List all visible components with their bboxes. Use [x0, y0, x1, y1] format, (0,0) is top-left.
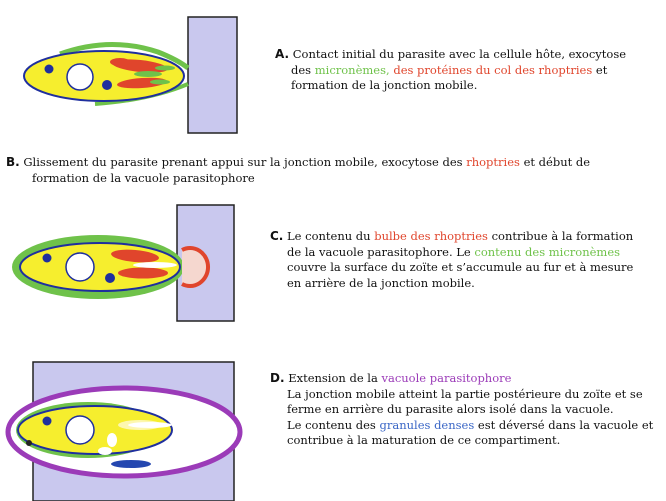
panel-c-line3: couvre la surface du zoïte et s’accumule…: [287, 260, 634, 274]
microneme-arc-a: [59, 41, 190, 70]
panel-b-caption: B. Glissement du parasite prenant appui …: [6, 155, 590, 186]
microneme-a2: [155, 65, 175, 71]
panel-d-line3: ferme en arrière du parasite alors isolé…: [287, 402, 614, 416]
panel-a-letter: A.: [275, 47, 290, 61]
dense-granule-content-d: [111, 460, 151, 468]
rhoptry-c1: [111, 249, 159, 263]
panel-d-line4-suffix: est déversé dans la vacuole et: [474, 417, 654, 432]
panel-a-line2-prefix: des: [291, 62, 315, 77]
nucleus-a: [66, 63, 94, 91]
white-granule-d1: [107, 433, 117, 447]
panel-a-micronemes-term: micronèmes,: [314, 62, 390, 77]
panel-d-line5: contribue à la maturation de ce comparti…: [287, 433, 561, 447]
rhoptry-bulb-c: [181, 246, 211, 288]
parasite-body-d: [17, 405, 173, 455]
microneme-a3: [150, 79, 170, 85]
panel-d-line2: La jonction mobile atteint la partie pos…: [287, 386, 643, 401]
panel-d-caption: D. Extension de la vacuole parasitophore…: [270, 371, 653, 449]
panel-c-microneme-content-term: contenu des micronèmes: [474, 244, 621, 259]
panel-a-caption: A. Contact initial du parasite avec la c…: [275, 47, 626, 94]
dot-d1: [42, 416, 52, 426]
rhoptry-c2: [118, 267, 168, 279]
panel-d-line1-prefix: Extension de la: [288, 371, 382, 385]
junction-dot-d: [26, 440, 32, 446]
panel-d-dense-granules-term: granules denses: [379, 417, 475, 432]
panel-a-line3: formation de la jonction mobile.: [291, 78, 478, 92]
panel-d-letter: D.: [270, 371, 285, 385]
panel-b-letter: B.: [6, 155, 20, 169]
white-track-c: [133, 262, 177, 268]
panel-a-figure: [23, 16, 238, 134]
panel-d-vacuole-term: vacuole parasitophore: [381, 371, 512, 385]
panel-c-line2-prefix: de la vacuole parasitophore. Le: [287, 244, 475, 259]
parasite-body-a: [23, 50, 185, 102]
panel-c-figure: [12, 204, 235, 322]
panel-c-letter: C.: [270, 229, 284, 243]
panel-a-rhoptry-neck-term: des protéines du col des rhoptries: [393, 62, 593, 77]
white-granule-d2: [98, 447, 112, 455]
rhoptry-a3: [110, 58, 130, 66]
panel-d-figure: [5, 361, 243, 501]
panel-a-line1: Contact initial du parasite avec la cell…: [292, 47, 627, 61]
dot-c1: [42, 253, 52, 263]
panel-b-line2: formation de la vacuole parasitophore: [32, 170, 255, 185]
host-cell-a: [187, 16, 238, 134]
panel-c-rhoptry-bulb-term: bulbe des rhoptries: [374, 229, 488, 243]
panel-b-rhoptries-term: rhoptries: [466, 155, 520, 169]
white-track-d: [128, 422, 172, 428]
dot-c2: [105, 273, 115, 283]
panel-b-line1-prefix: Glissement du parasite prenant appui sur…: [23, 155, 467, 169]
panel-c-line1-suffix: contribue à la formation: [487, 229, 634, 243]
nucleus-c: [65, 252, 95, 282]
dot-a2: [102, 80, 112, 90]
panel-c-line4: en arrière de la jonction mobile.: [287, 275, 475, 290]
panel-c-caption: C. Le contenu du bulbe des rhoptries con…: [270, 229, 633, 291]
panel-a-line2-suffix: et: [592, 62, 608, 77]
dot-a1: [44, 64, 54, 74]
panel-b-line1-suffix: et début de: [519, 155, 591, 169]
panel-d-line4-prefix: Le contenu des: [287, 417, 380, 432]
microneme-a1: [134, 71, 162, 77]
panel-c-line1-prefix: Le contenu du: [287, 229, 375, 243]
nucleus-d: [65, 415, 95, 445]
